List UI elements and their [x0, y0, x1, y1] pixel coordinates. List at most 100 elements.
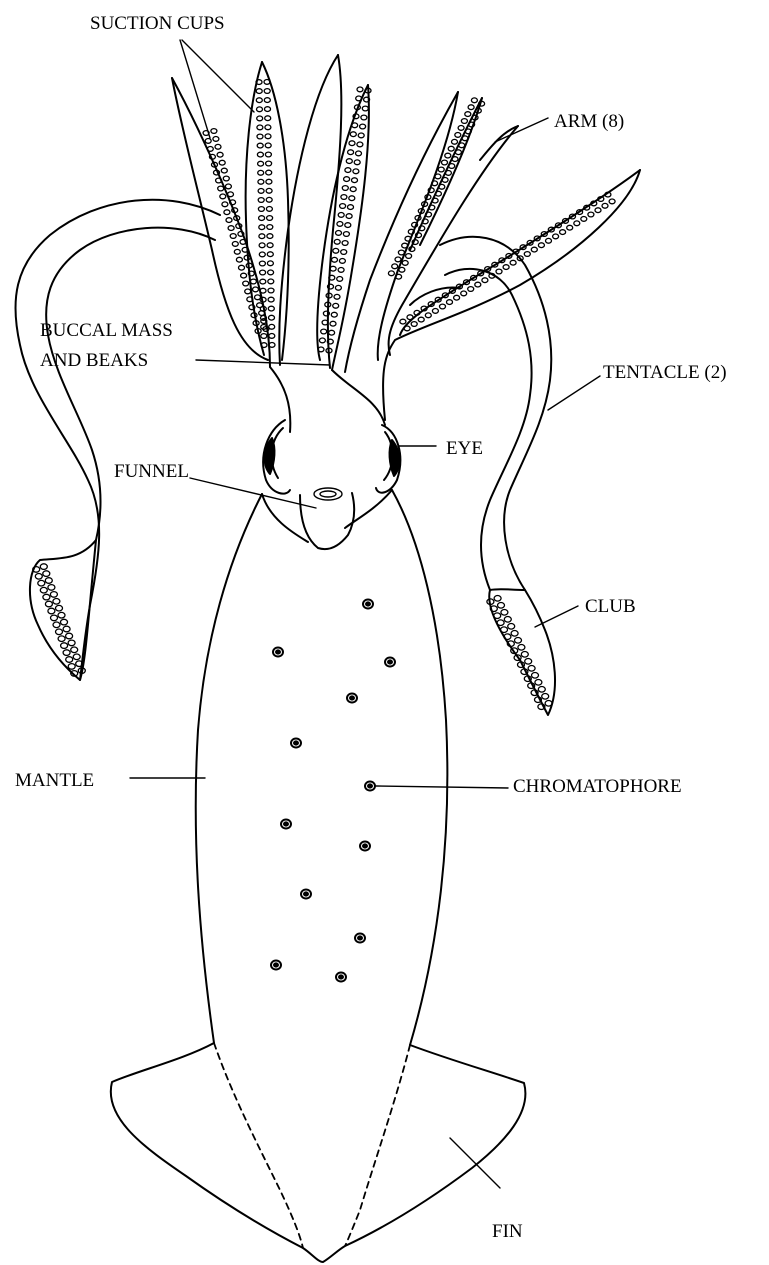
arm-sucker	[560, 230, 566, 235]
arm-sucker	[342, 186, 348, 191]
label-suction-cups: SUCTION CUPS	[90, 13, 225, 34]
chromatophore-spot-core	[274, 963, 278, 966]
arm-sucker	[225, 184, 231, 189]
funnel	[300, 488, 354, 549]
club-sucker	[43, 594, 50, 600]
club-sucker	[35, 574, 42, 580]
arm-sucker	[220, 194, 226, 199]
club-sucker	[494, 596, 501, 602]
arm-sucker	[510, 260, 516, 265]
chromatophore-spot-core	[363, 844, 367, 847]
arm-sucker	[458, 126, 464, 131]
fin-leader	[450, 1138, 500, 1188]
arm-sucker	[268, 288, 274, 293]
chromatophore-leader	[376, 786, 508, 788]
arm-sucker	[531, 247, 537, 252]
chromatophore-spot-core	[350, 696, 354, 699]
arm-sucker	[268, 306, 274, 311]
arm-sucker	[259, 261, 265, 266]
club-sucker	[515, 638, 522, 644]
arm-sucker	[269, 324, 275, 329]
label-arm: ARM (8)	[554, 111, 624, 132]
suction-cups-leader-2	[182, 40, 254, 112]
arm-sucker	[609, 199, 615, 204]
club-sucker	[48, 608, 55, 614]
club-sucker	[58, 612, 65, 618]
arm-sucker	[219, 160, 225, 165]
arm-sucker	[350, 132, 356, 137]
club-sucker	[525, 659, 532, 665]
arm-sucker	[358, 133, 364, 138]
arm-sucker	[337, 277, 343, 282]
mantle-outline	[196, 490, 448, 1045]
arm-sucker	[588, 212, 594, 217]
arm-sucker	[257, 107, 263, 112]
club-sucker	[48, 585, 55, 591]
arm-sucker	[352, 178, 358, 183]
arm-sucker	[269, 315, 275, 320]
club-sucker	[501, 627, 508, 633]
club-sucker	[497, 620, 504, 626]
arm-sucker	[438, 167, 444, 172]
arm-sucker	[259, 225, 265, 230]
arm-sucker	[503, 265, 509, 270]
arm-sucker	[257, 116, 263, 121]
arm-sucker	[553, 234, 559, 239]
arm-sucker	[400, 319, 406, 324]
eye-right	[376, 425, 400, 493]
arm-sucker	[353, 169, 359, 174]
arm-sucker	[260, 288, 266, 293]
club-sucker	[508, 624, 515, 630]
arm-sucker	[234, 249, 240, 254]
club-sucker	[45, 601, 52, 607]
chromatophore-spot-core	[304, 892, 308, 895]
arm-sucker	[425, 313, 431, 318]
arm-sucker	[236, 257, 242, 262]
arm-sucker	[343, 232, 349, 237]
label-and-beaks: AND BEAKS	[40, 350, 148, 371]
club-sucker	[56, 629, 63, 635]
arm-sucker	[250, 279, 256, 284]
arm-sucker	[258, 198, 264, 203]
chromatophore-spot-core	[276, 650, 280, 653]
arm-sucker	[574, 221, 580, 226]
arm-sucker	[342, 241, 348, 246]
club-sucker	[63, 650, 70, 656]
club-sucker	[40, 564, 47, 570]
arm-sucker	[266, 207, 272, 212]
arm-sucker	[211, 129, 217, 134]
arm-sucker	[496, 269, 502, 274]
arm-sucker	[440, 304, 446, 309]
club-sucker	[53, 599, 60, 605]
arm-sucker	[267, 216, 273, 221]
arm-sucker	[360, 124, 366, 129]
arm-sucker	[215, 144, 221, 149]
arm-sucker	[258, 179, 264, 184]
arm-sucker	[266, 188, 272, 193]
arm-sucker	[567, 225, 573, 230]
arm-sucker	[256, 98, 262, 103]
club-sucker	[66, 657, 73, 663]
arm-sucker	[224, 210, 230, 215]
arm-sucker	[259, 216, 265, 221]
arm-sucker	[259, 234, 265, 239]
arm-sucker	[388, 271, 394, 276]
arm-sucker	[266, 179, 272, 184]
tentacle-right	[410, 237, 551, 590]
arm-sucker	[258, 170, 264, 175]
arm-sucker	[341, 250, 347, 255]
label-fin: FIN	[492, 1221, 523, 1242]
arm-sucker	[257, 152, 263, 157]
label-club: CLUB	[585, 596, 636, 617]
buccal-leader	[196, 360, 330, 365]
arm-sucker	[265, 152, 271, 157]
arm-sucker	[448, 146, 454, 151]
arm-sucker	[333, 303, 339, 308]
arm-sucker	[361, 115, 367, 120]
arm-sucker	[265, 143, 271, 148]
arm-sucker	[243, 281, 249, 286]
arm-sucker	[218, 186, 224, 191]
club-sucker	[63, 626, 70, 632]
arm-sucker	[258, 207, 264, 212]
club-sucker	[51, 615, 58, 621]
